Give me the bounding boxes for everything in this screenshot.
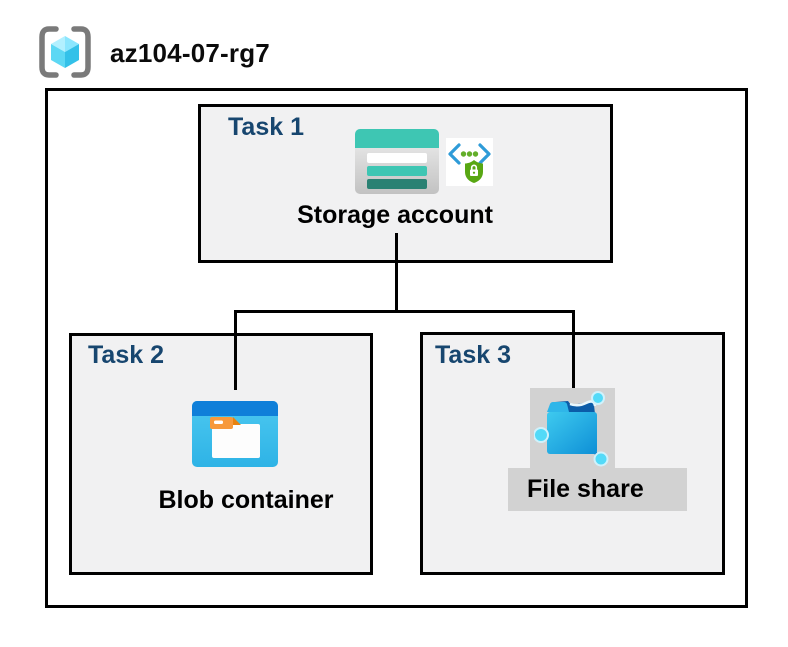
task2-box: Task 2 Blob container [69,333,373,575]
resource-group-title: az104-07-rg7 [110,38,270,68]
file-share-icon-backdrop [530,388,615,470]
task1-box: Task 1 Storage account [198,104,613,263]
resource-group-icon [39,26,91,78]
connector-storage-down [395,233,398,313]
sas-shield-lock-icon [446,138,493,186]
file-share-label: File share [527,475,644,503]
task3-label: Task 3 [435,341,511,369]
storage-account-icon [355,129,439,194]
file-share-label-strip: File share [508,468,687,511]
connector-horizontal [234,310,575,313]
storage-account-label: Storage account [297,201,493,229]
connector-to-fileshare [572,310,575,389]
task1-label: Task 1 [228,113,304,141]
task2-label: Task 2 [88,341,164,369]
file-share-icon [534,391,609,467]
blob-container-icon [192,401,278,467]
connector-to-blob [234,310,237,390]
blob-container-label: Blob container [158,486,334,514]
